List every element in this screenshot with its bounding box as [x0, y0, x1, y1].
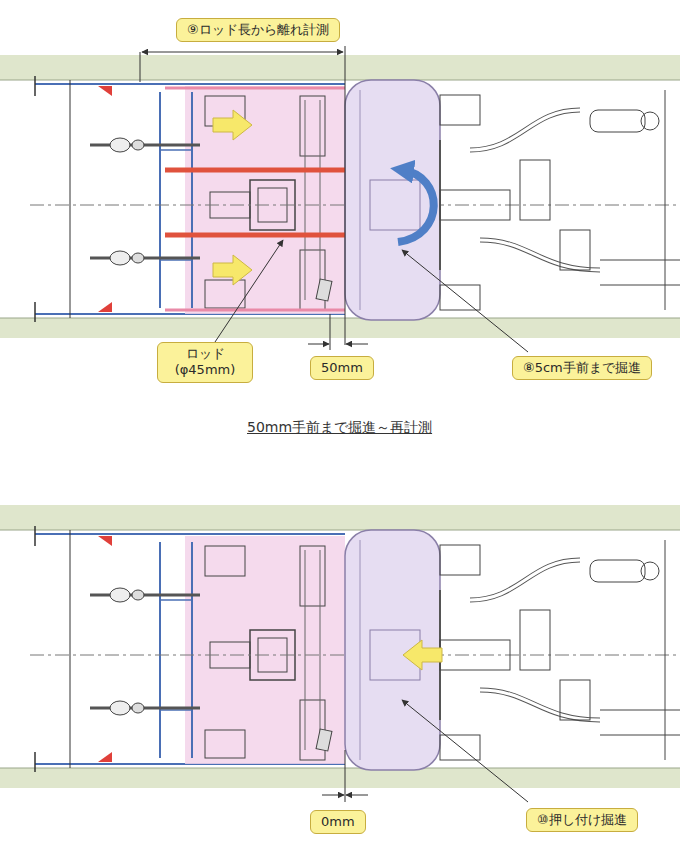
callout-box: ⑨ロッド長から離れ計測 [176, 18, 340, 42]
rotation-arrow [398, 170, 434, 242]
callout-text: ⑨ロッド長から離れ計測 [187, 22, 329, 38]
callout-text: 0mm [321, 814, 355, 830]
top-panel [0, 46, 680, 352]
rod [165, 233, 345, 238]
callout-box: ⑩押し付け掘進 [526, 808, 638, 832]
leader-line [402, 700, 528, 802]
dimension-line [142, 52, 343, 53]
push-arrow [213, 110, 252, 140]
callout-box: 50mm [310, 356, 374, 380]
leader-line [215, 240, 283, 342]
rod [165, 168, 345, 173]
caption: 50mm手前まで掘進～再計測 [244, 419, 435, 437]
push-arrow [403, 640, 442, 670]
callout-text: 50mm [321, 360, 363, 376]
callout-text: ⑩押し付け掘進 [537, 812, 627, 828]
callout-box: ロッド (φ45mm) [157, 342, 253, 383]
callout-text: ⑧5cm手前まで掘進 [523, 360, 641, 376]
bottom-panel [0, 505, 680, 802]
callout-text: ロッド (φ45mm) [168, 346, 242, 379]
callout-box: 0mm [310, 810, 366, 834]
leader-line [402, 250, 528, 352]
push-arrow [213, 255, 252, 285]
callout-box: ⑧5cm手前まで掘進 [512, 356, 652, 380]
